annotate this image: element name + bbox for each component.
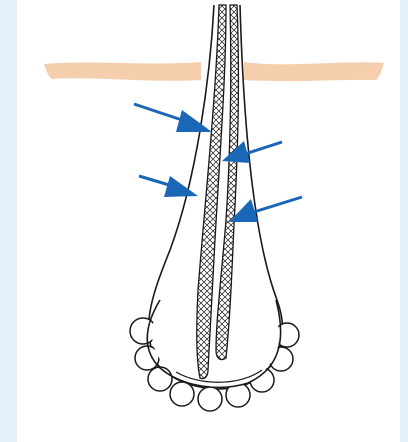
arrow-lower-right bbox=[229, 197, 302, 222]
arrow-upper-left bbox=[134, 104, 212, 132]
skin-band-left bbox=[44, 62, 201, 81]
skin-band-right bbox=[244, 62, 384, 81]
